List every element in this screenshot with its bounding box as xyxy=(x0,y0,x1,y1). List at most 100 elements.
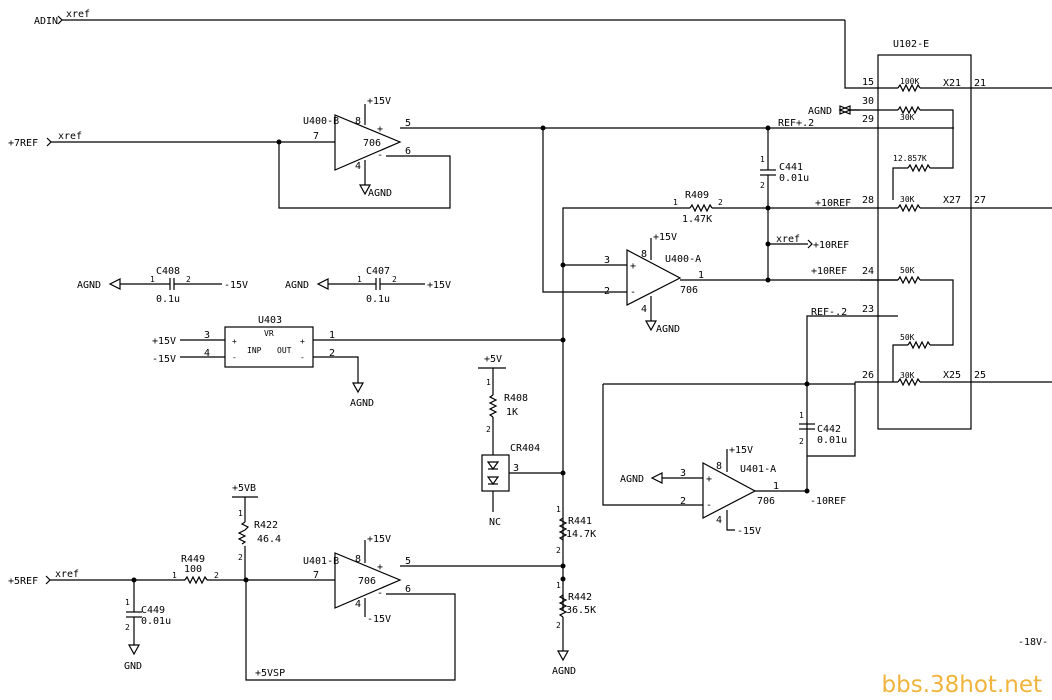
svg-text:xref: xref xyxy=(55,569,79,580)
svg-text:+15V: +15V xyxy=(653,232,677,243)
svg-text:0.1u: 0.1u xyxy=(156,294,180,305)
svg-text:REF-.2: REF-.2 xyxy=(811,307,847,318)
svg-text:OUT: OUT xyxy=(277,346,292,355)
svg-text:36.5K: 36.5K xyxy=(566,605,596,616)
c441-capacitor: C441 0.01u 1 2 xyxy=(760,128,809,280)
svg-text:xref: xref xyxy=(58,131,82,142)
svg-text:+15V: +15V xyxy=(427,280,451,291)
svg-text:2: 2 xyxy=(125,623,130,632)
svg-text:+15V: +15V xyxy=(729,445,753,456)
svg-text:C408: C408 xyxy=(156,266,180,277)
svg-text:-15V: -15V xyxy=(367,614,391,625)
svg-text:2: 2 xyxy=(238,553,243,562)
svg-text:1: 1 xyxy=(556,505,561,514)
svg-text:R449: R449 xyxy=(181,554,205,565)
svg-text:2: 2 xyxy=(392,275,397,284)
u401a-opamp: REF-.2 C442 0.01u 1 2 + - 706 U401-A 8 +… xyxy=(602,307,898,537)
svg-text:1: 1 xyxy=(673,198,678,207)
svg-text:28: 28 xyxy=(862,195,874,206)
r12k-label: 12.857K xyxy=(893,154,927,163)
svg-text:+: + xyxy=(706,474,712,485)
svg-text:C441: C441 xyxy=(779,162,803,173)
svg-text:2: 2 xyxy=(214,571,219,580)
svg-text:GND: GND xyxy=(124,661,142,672)
svg-text:1: 1 xyxy=(150,275,155,284)
svg-text:0.01u: 0.01u xyxy=(817,435,847,446)
svg-text:5: 5 xyxy=(405,556,411,567)
r50k-b-label: 50K xyxy=(900,333,915,342)
watermark-text: bbs.38hot.net xyxy=(881,672,1042,698)
svg-text:15: 15 xyxy=(862,77,874,88)
svg-text:R409: R409 xyxy=(685,190,709,201)
svg-text:2: 2 xyxy=(760,181,765,190)
svg-text:AGND: AGND xyxy=(656,324,680,335)
svg-text:+: + xyxy=(377,124,383,135)
svg-text:xref: xref xyxy=(776,234,800,245)
svg-text:1: 1 xyxy=(172,571,177,580)
u400a-label: U400-A xyxy=(665,254,701,265)
svg-text:26: 26 xyxy=(862,370,874,381)
svg-text:CR404: CR404 xyxy=(510,443,540,454)
r50k-a-label: 50K xyxy=(900,266,915,275)
svg-text:14.7K: 14.7K xyxy=(566,529,596,540)
svg-text:3: 3 xyxy=(204,330,210,341)
svg-text:+: + xyxy=(232,337,237,346)
svg-text:0.1u: 0.1u xyxy=(366,294,390,305)
svg-text:C449: C449 xyxy=(141,605,165,616)
svg-text:4: 4 xyxy=(641,304,647,315)
svg-text:NC: NC xyxy=(489,517,501,528)
svg-text:2: 2 xyxy=(718,198,723,207)
u102e-label: U102-E xyxy=(893,39,929,50)
svg-text:46.4: 46.4 xyxy=(257,534,281,545)
agnd-arrow-top: AGND xyxy=(808,105,860,117)
u400b-label: U400-B xyxy=(303,116,339,127)
svg-text:25: 25 xyxy=(974,370,986,381)
svg-text:1: 1 xyxy=(556,581,561,590)
svg-text:C442: C442 xyxy=(817,424,841,435)
svg-text:2: 2 xyxy=(329,348,335,359)
svg-text:0.01u: 0.01u xyxy=(141,616,171,627)
r100k-label: 100K xyxy=(900,77,919,86)
svg-text:-15V: -15V xyxy=(737,526,761,537)
svg-text:4: 4 xyxy=(204,348,210,359)
svg-text:1: 1 xyxy=(486,378,491,387)
svg-text:AGND: AGND xyxy=(350,398,374,409)
svg-text:+: + xyxy=(630,261,636,272)
svg-text:INP: INP xyxy=(247,346,262,355)
m18v-label: -18V- xyxy=(1018,637,1048,648)
svg-text:+10REF: +10REF xyxy=(811,266,847,277)
svg-text:23: 23 xyxy=(862,304,874,315)
svg-text:xref: xref xyxy=(66,9,90,20)
svg-text:-10REF: -10REF xyxy=(810,496,846,507)
c449-capacitor: GND C449 0.01u 1 2 xyxy=(124,580,171,672)
svg-text:AGND: AGND xyxy=(285,280,309,291)
svg-text:VR: VR xyxy=(264,329,274,338)
svg-text:2: 2 xyxy=(556,621,561,630)
svg-text:24: 24 xyxy=(862,266,874,277)
svg-text:+5VB: +5VB xyxy=(232,483,256,494)
u102e-block: U102-E 15 100K X21 21 30 30K 29 12.857K … xyxy=(844,20,1052,430)
svg-text:706: 706 xyxy=(757,496,775,507)
ref5-label: +5REF xyxy=(8,576,38,587)
svg-text:U403: U403 xyxy=(258,315,282,326)
r422-resistor: +5VB R422 46.4 1 2 xyxy=(232,483,281,580)
svg-text:+15V: +15V xyxy=(152,336,176,347)
svg-text:7: 7 xyxy=(313,131,319,142)
svg-text:21: 21 xyxy=(974,78,986,89)
r30k-a-label: 30K xyxy=(900,113,915,122)
adin-label: ADIN xyxy=(34,16,58,27)
svg-text:+5V: +5V xyxy=(484,354,502,365)
svg-text:1: 1 xyxy=(698,270,704,281)
agnd-label-top: AGND xyxy=(808,106,832,117)
svg-text:-: - xyxy=(232,353,237,362)
svg-text:706: 706 xyxy=(363,138,381,149)
svg-text:-: - xyxy=(630,287,636,298)
c407-capacitor: AGND +15V C407 0.1u 1 2 xyxy=(285,266,451,305)
x25-label: X25 xyxy=(943,370,961,381)
svg-text:-: - xyxy=(706,500,712,511)
x21-label: X21 xyxy=(943,78,961,89)
r30k-b-label: 30K xyxy=(900,195,915,204)
svg-text:+5VSP: +5VSP xyxy=(255,668,285,679)
svg-text:3: 3 xyxy=(604,255,610,266)
